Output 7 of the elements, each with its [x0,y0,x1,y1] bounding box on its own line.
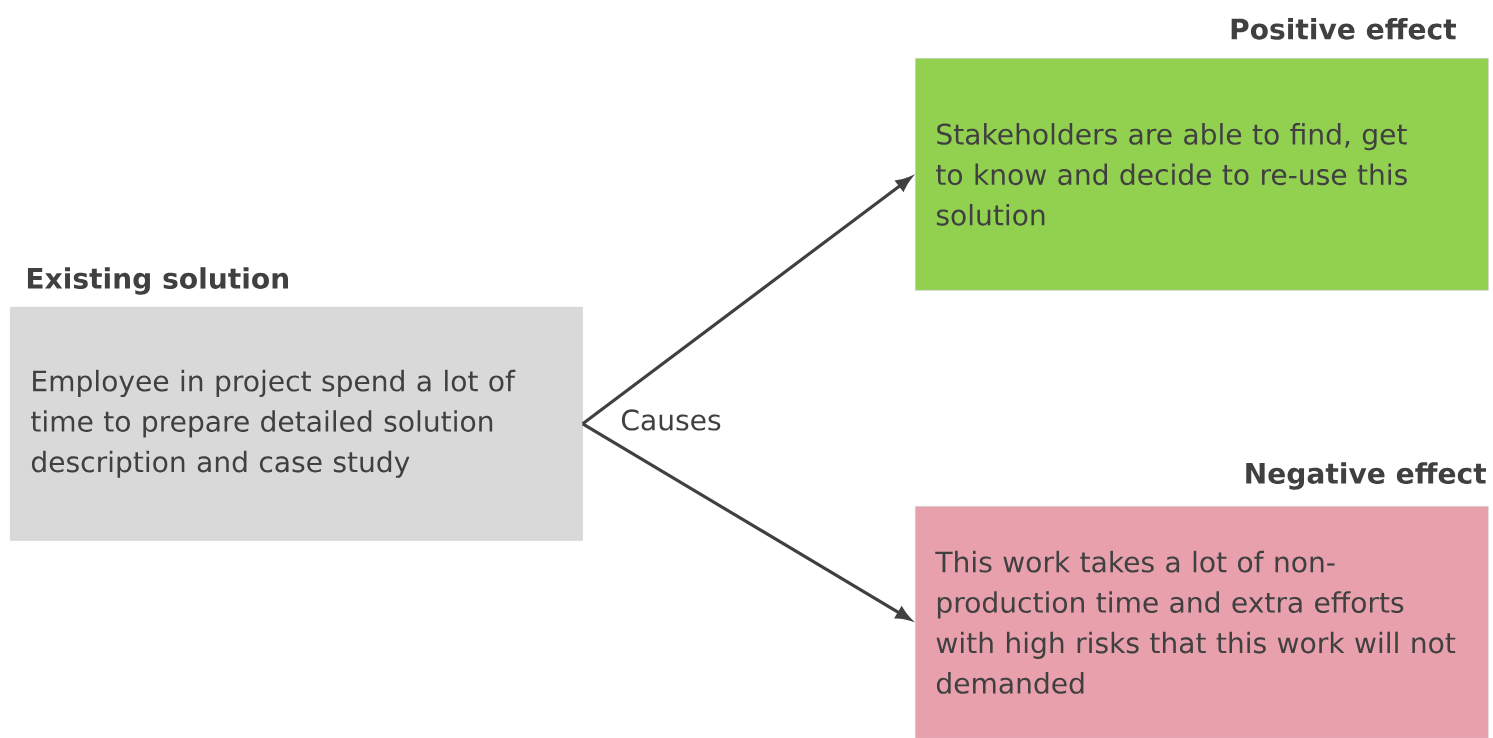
text-box: Employee in project spend a lot of time to prepare detailed solution description and case study [10,307,583,541]
text-box: This work takes a lot of non-production time and extra efforts with high risks that this work will not demanded [915,506,1489,738]
heading: Negative effect [1246,462,1486,490]
heading: Positive effect [1231,17,1456,40]
text-box: Stakeholders are able to find, get to know and decide to re-use this solution [915,58,1489,291]
heading: Existing solution [27,267,288,295]
arrow [581,176,912,426]
